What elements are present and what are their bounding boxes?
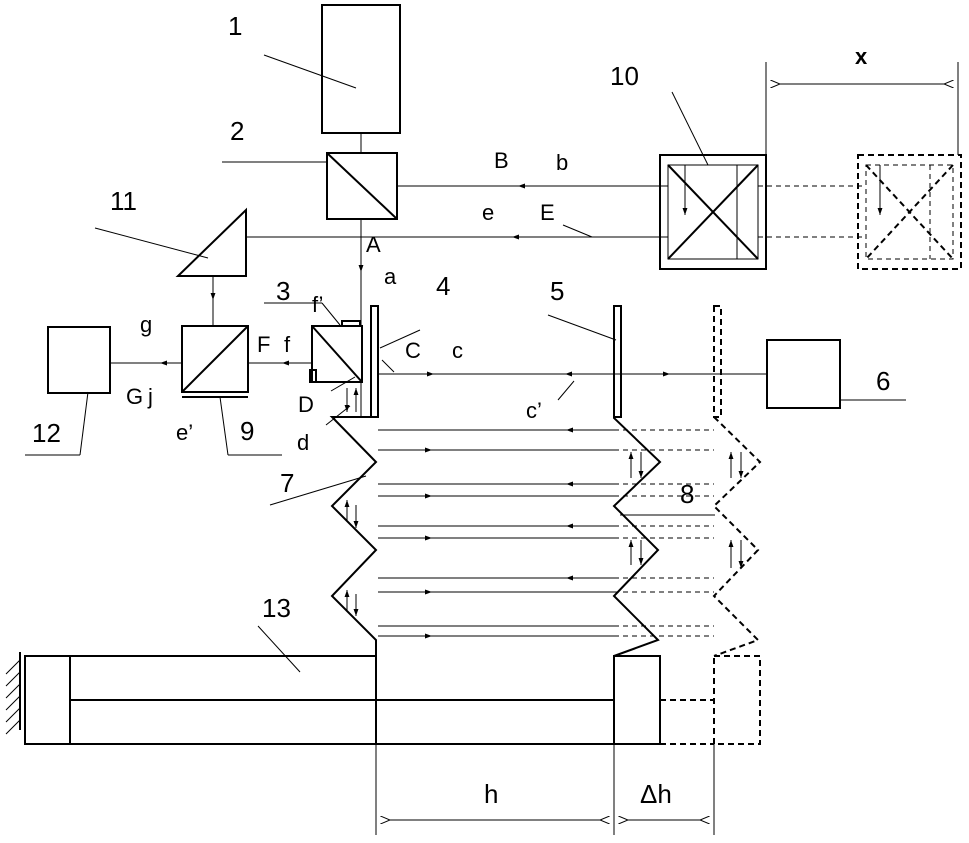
label-C: C [405,338,421,363]
label-b: b [556,150,568,175]
label-1: 1 [228,11,242,41]
label-f-prime: f’ [312,292,323,317]
detector-6 [767,340,840,408]
label-j: j [147,384,153,409]
label-4: 4 [436,271,450,301]
label-G: G [126,384,143,409]
label-c-prime: c’ [526,398,542,423]
label-3: 3 [276,276,290,306]
label-d: d [297,430,309,455]
translation-stage-13 [6,652,760,744]
label-2: 2 [230,116,244,146]
label-11: 11 [110,186,137,216]
label-x: x [855,44,868,69]
light-source-box [322,5,400,133]
label-D: D [298,392,314,417]
label-5: 5 [550,276,564,306]
label-a: a [384,264,397,289]
dimension-lines [376,62,958,835]
label-F: F [257,332,270,357]
plate-5-moved [714,306,721,417]
beam-splitter-3 [310,321,362,382]
label-delta-h: Δh [640,779,672,809]
beam-splitter-9 [182,326,248,397]
label-A: A [366,232,381,257]
label-E: E [540,200,555,225]
beam-splitter-2 [327,153,397,219]
zigzag-reflector-8 [614,417,660,656]
label-c: c [452,338,463,363]
label-g: g [140,312,152,337]
zigzag-reflector-8-moved [714,417,760,656]
detector-12 [48,327,110,393]
label-e-prime: e’ [176,420,193,445]
prism-11 [178,210,246,276]
label-6: 6 [876,366,890,396]
label-e: e [482,200,494,225]
label-10: 10 [610,61,639,91]
label-h: h [484,779,498,809]
label-f: f [284,332,291,357]
label-12: 12 [32,418,61,448]
label-13: 13 [262,593,291,623]
zigzag-reflector-7 [332,417,378,656]
corner-reflector-10 [660,155,766,269]
label-8: 8 [680,479,694,509]
plate-5 [614,306,621,417]
corner-reflector-10-moved [858,155,961,269]
label-9: 9 [240,416,254,446]
label-7: 7 [280,468,294,498]
plate-4 [371,306,378,417]
label-B: B [494,148,509,173]
